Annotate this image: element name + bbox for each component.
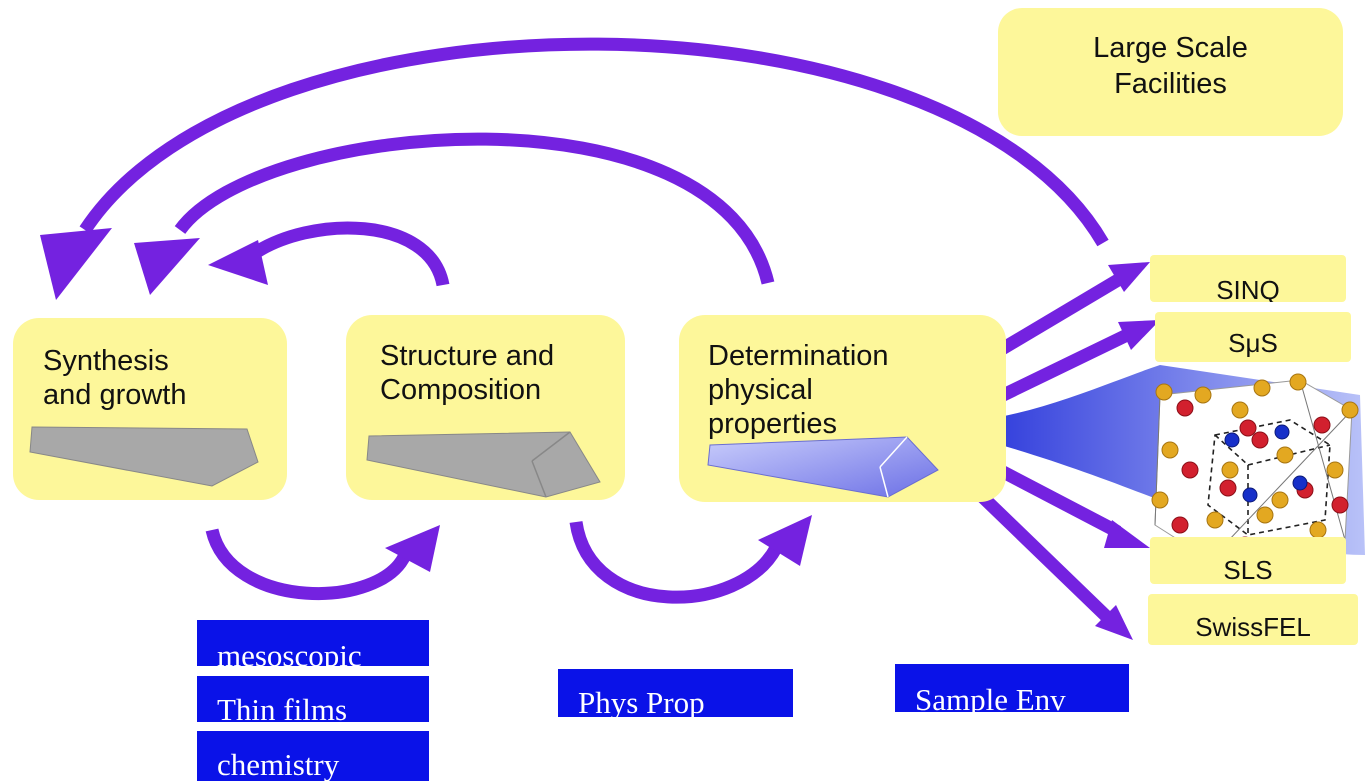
tag-mesoscopic: mesoscopic: [197, 620, 429, 666]
facility-sinq: SINQ: [1150, 255, 1346, 302]
determination-box: Determination physical properties: [679, 315, 1006, 502]
facility-smus-label: SμS: [1228, 328, 1278, 358]
large-scale-facilities-box: Large Scale Facilities: [998, 8, 1343, 136]
structure-box: Structure and Composition: [346, 315, 625, 500]
forward-arrow-structure-determination: [569, 515, 812, 604]
tag-thin-films: Thin films: [197, 676, 429, 722]
facility-smus: SμS: [1155, 312, 1351, 362]
facility-sinq-label: SINQ: [1216, 275, 1280, 302]
forward-arrow-synthesis-structure: [205, 525, 440, 601]
facility-sls: SLS: [1150, 537, 1346, 584]
tag-chemistry: chemistry: [197, 731, 429, 781]
synthesis-label: Synthesis and growth: [43, 345, 187, 411]
synthesis-box: Synthesis and growth: [13, 318, 287, 500]
facility-arrow-swissfel: [958, 473, 1133, 640]
feedback-arrow-outer: [40, 37, 1109, 300]
feedback-arrow-middle: [134, 132, 775, 295]
structure-label: Structure and Composition: [380, 340, 555, 406]
facility-swissfel: SwissFEL: [1148, 594, 1358, 645]
facility-sls-label: SLS: [1223, 555, 1273, 584]
feedback-arrow-inner: [208, 221, 450, 287]
facility-swissfel-label: SwissFEL: [1195, 612, 1311, 642]
large-scale-facilities-label: Large Scale Facilities: [1093, 32, 1248, 100]
tag-phys-prop: Phys Prop: [558, 669, 793, 717]
tag-sample-env: Sample Env: [895, 664, 1129, 712]
determination-label: Determination physical properties: [708, 340, 889, 440]
